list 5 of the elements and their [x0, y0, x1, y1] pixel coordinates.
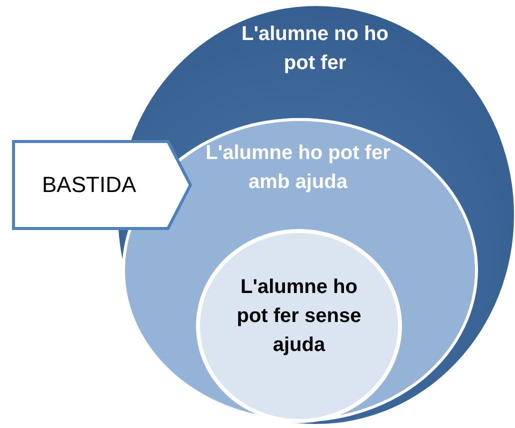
circle-label: L'alumne ho pot fer sense ajuda — [236, 275, 362, 358]
arrow-label: BASTIDA — [42, 172, 136, 198]
circle-label: L'alumne ho pot fer amb ajuda — [204, 141, 392, 195]
circle-label: L'alumne no ho pot fer — [240, 22, 390, 76]
pentagon-arrow — [12, 140, 192, 230]
